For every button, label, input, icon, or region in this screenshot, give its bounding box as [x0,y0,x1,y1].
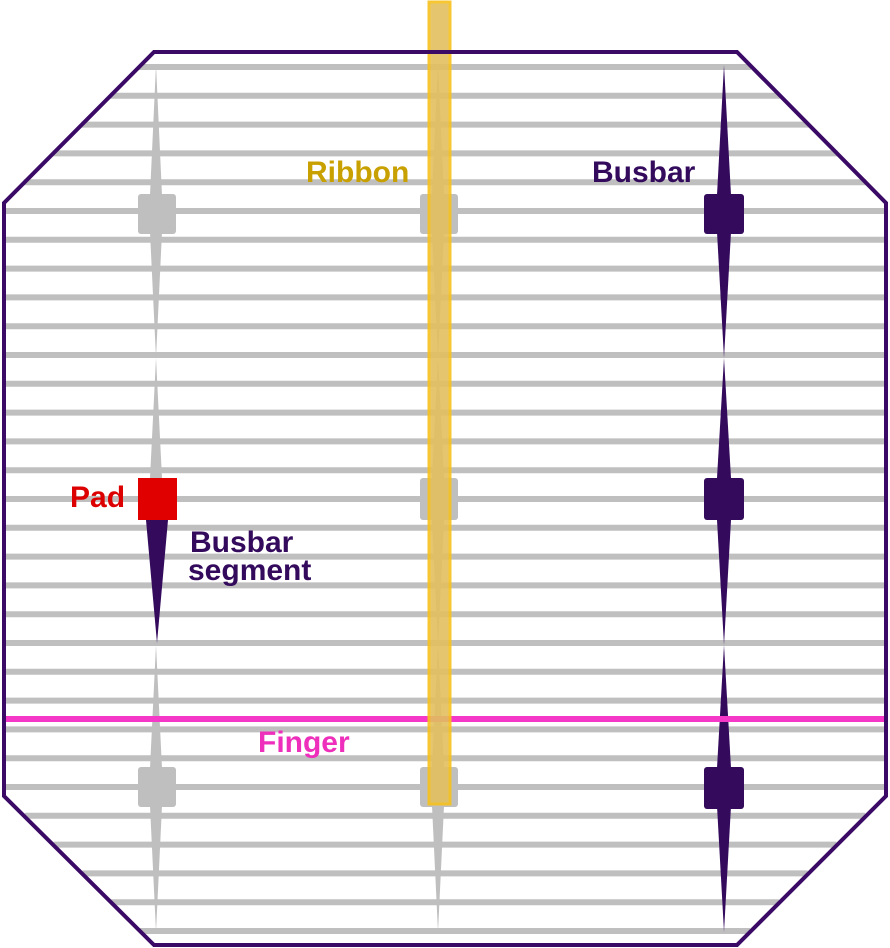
busbar-left-pad-1 [138,194,176,234]
busbar-right-pad-2 [704,478,744,520]
busbar-right [704,65,744,932]
busbar-left-taper-3 [150,358,162,478]
busbar-segment-label-line1: Busbar [190,526,294,559]
busbar-right-taper-5 [717,645,731,768]
cell-outline [1,50,888,947]
busbar-left-taper-7 [150,806,162,932]
ribbon [427,0,452,806]
ribbon-label: Ribbon [306,156,409,189]
busbar-left-pad-3 [138,767,176,807]
pad-label: Pad [70,481,125,514]
busbar-right-pad-1 [704,194,744,234]
busbar-left [138,65,176,932]
busbar-right-taper-2 [717,232,731,358]
busbar-segment-label-line2: segment [188,554,311,587]
busbar-segment [146,520,168,643]
busbar-left-taper-1 [150,65,162,195]
busbar-right-pad-3 [704,767,744,809]
busbar-left-taper-2 [150,232,162,358]
busbar-right-taper-1 [717,65,731,195]
busbar-label: Busbar [592,156,696,189]
busbar-right-taper-4 [717,520,731,645]
pad [138,478,177,520]
busbar-middle-taper-6 [432,806,444,932]
finger-label: Finger [258,726,350,759]
busbar-right-taper-3 [717,358,731,478]
busbar-right-taper-6 [717,806,731,932]
busbar-left-taper-6 [150,645,162,768]
